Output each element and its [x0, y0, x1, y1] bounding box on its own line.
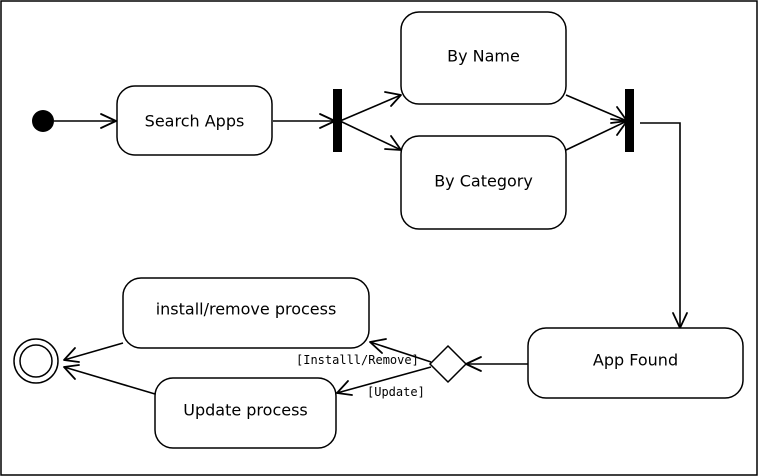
arrowhead	[63, 347, 80, 363]
initial-node	[32, 110, 54, 132]
activity-search-apps: Search Apps	[116, 85, 273, 156]
edge-bycategory-to-join	[565, 120, 628, 151]
activity-box	[527, 327, 744, 399]
arrowhead	[369, 338, 387, 354]
edge-fork-to-byname	[339, 94, 402, 122]
activity-label: App Found	[593, 351, 678, 370]
arrowhead	[336, 380, 353, 396]
fork-bar	[333, 89, 342, 152]
activity-box	[400, 135, 567, 230]
final-node	[13, 338, 59, 384]
activity-label: By Category	[434, 172, 533, 191]
activity-box	[116, 85, 273, 156]
activity-box	[400, 11, 567, 105]
join-bar	[625, 89, 634, 152]
final-node-inner	[19, 344, 53, 378]
activity-update: Update process	[154, 377, 337, 449]
edge-fork-to-bycategory	[339, 120, 402, 151]
activity-by-name: By Name	[400, 11, 567, 105]
activity-label: Update process	[183, 401, 308, 420]
edge-install-to-final	[63, 342, 124, 361]
edge-update-to-final	[63, 366, 156, 395]
activity-label: By Name	[447, 47, 520, 66]
activity-install-remove: install/remove process	[122, 277, 370, 349]
activity-box	[154, 377, 337, 449]
arrowhead	[100, 113, 117, 129]
arrowhead	[63, 364, 80, 380]
activity-label: Search Apps	[145, 112, 245, 131]
guard-install-remove: [Installl/Remove]	[296, 353, 419, 367]
guard-update: [Update]	[367, 385, 425, 399]
edge-decision-to-install	[369, 341, 432, 363]
edge-decision-to-update	[336, 366, 432, 394]
activity-box	[122, 277, 370, 349]
edge-join-to-appfound	[640, 122, 681, 328]
activity-by-category: By Category	[400, 135, 567, 230]
decision-node	[428, 344, 468, 384]
activity-app-found: App Found	[527, 327, 744, 399]
arrowhead	[384, 91, 402, 107]
activity-label: install/remove process	[156, 300, 337, 319]
edge-byname-to-join	[565, 94, 628, 122]
